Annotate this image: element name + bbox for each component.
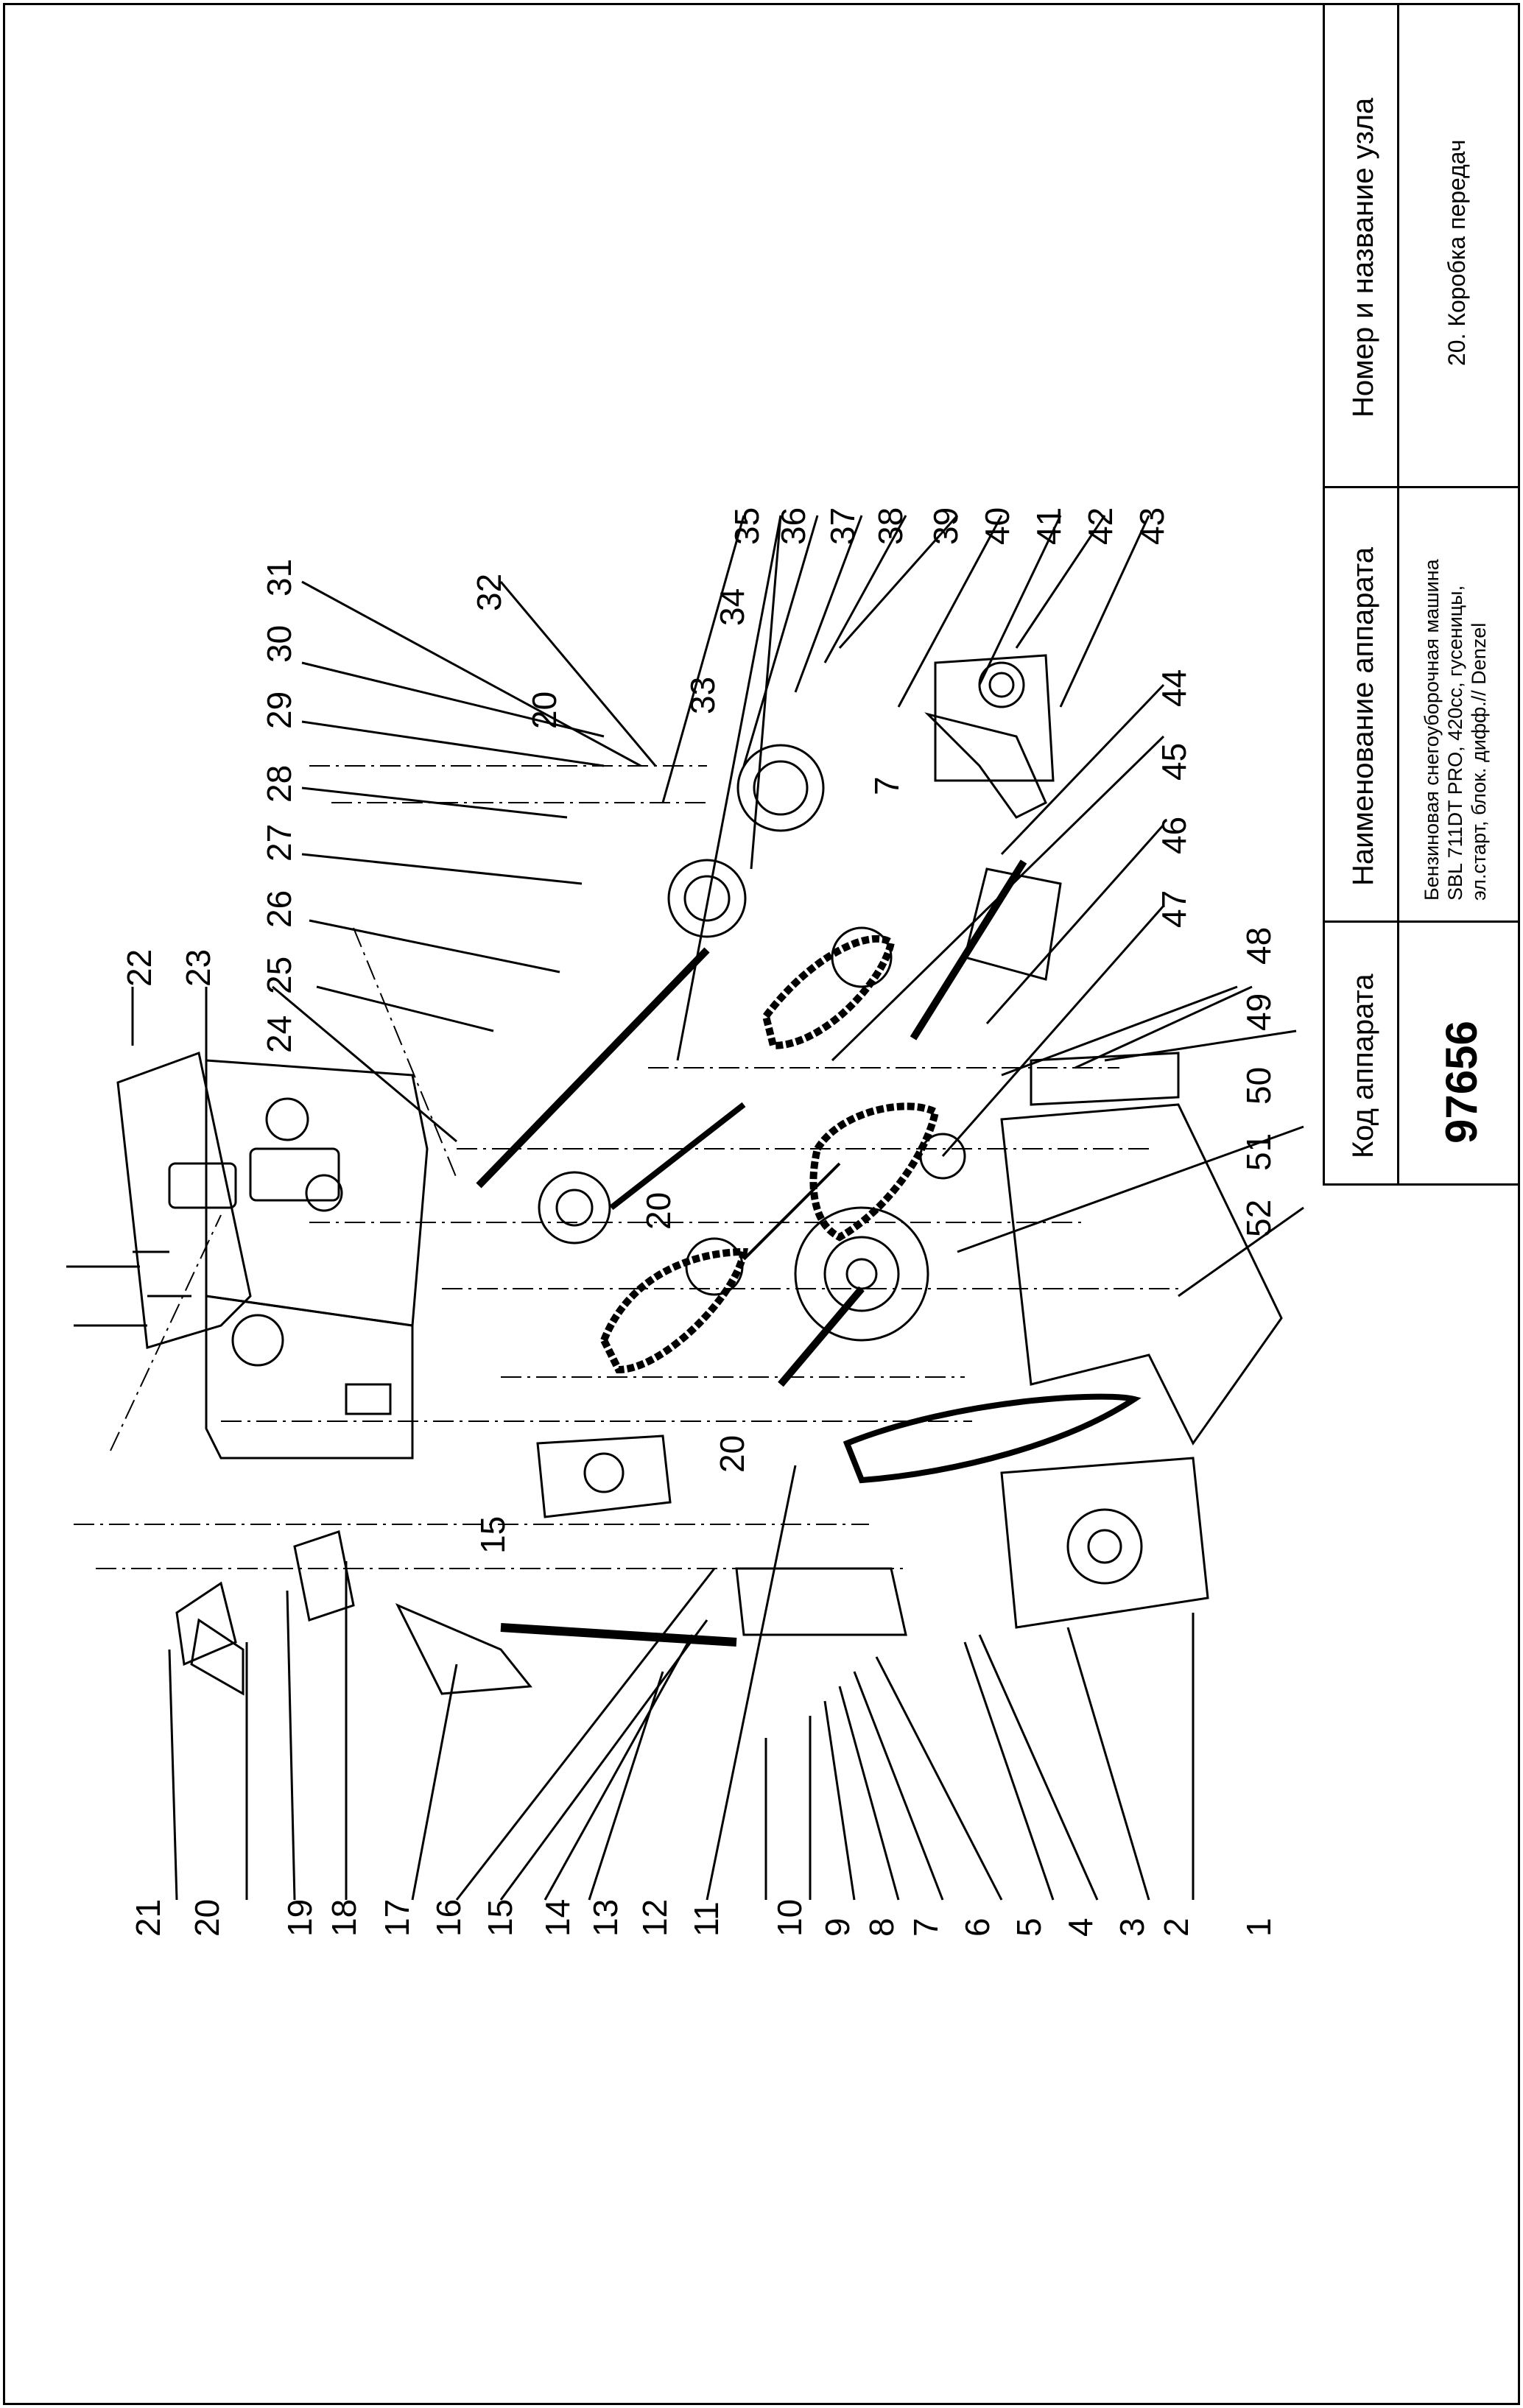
callout-38: 38 (871, 507, 910, 545)
callout-28: 28 (260, 765, 298, 803)
unit-header-cell: Номер и название узла (1323, 3, 1399, 488)
callout-43: 43 (1133, 507, 1171, 545)
callout-3: 3 (1113, 1918, 1151, 1937)
callout-45: 45 (1155, 743, 1193, 781)
callout-25: 25 (260, 957, 298, 994)
callouts-top-right: 35 36 37 38 39 40 41 42 43 44 45 46 47 4… (728, 507, 1278, 1237)
callout-42: 42 (1081, 507, 1119, 545)
callout-15: 15 (481, 1899, 519, 1937)
callout-27: 27 (260, 824, 298, 862)
callout-15-b: 15 (474, 1516, 512, 1554)
callout-33: 33 (683, 677, 722, 714)
callout-20-c: 20 (713, 1435, 751, 1473)
callout-24: 24 (260, 1015, 298, 1053)
gearbox-housing (66, 1052, 429, 1460)
callout-51: 51 (1239, 1133, 1278, 1171)
unit-header: Номер и название узла (1347, 97, 1379, 418)
callout-26: 26 (260, 890, 298, 928)
device-header-cell: Наименование аппарата (1323, 486, 1399, 923)
callout-37: 37 (823, 507, 862, 545)
callout-46: 46 (1155, 817, 1193, 854)
callout-13: 13 (586, 1899, 625, 1937)
callout-20-b: 20 (639, 1192, 678, 1230)
callout-21: 21 (129, 1899, 167, 1937)
device-value-line2: SBL 711DT PRO, 420cc, гусеницы, (1444, 585, 1466, 901)
callout-9: 9 (818, 1918, 857, 1937)
callout-5: 5 (1010, 1918, 1048, 1937)
callout-11: 11 (687, 1901, 725, 1937)
callout-12: 12 (636, 1899, 674, 1937)
callout-10: 10 (770, 1899, 809, 1937)
exploded-view-diagram: 21 20 19 18 17 16 15 14 13 12 11 10 9 8 … (66, 507, 1304, 1937)
device-value-line3: эл.старт, блок. дифф.// Denzel (1468, 622, 1490, 901)
callout-48: 48 (1239, 927, 1278, 965)
callout-18: 18 (325, 1899, 363, 1937)
drawing-sheet (3, 3, 1520, 2405)
code-header-cell: Код аппарата (1323, 920, 1399, 1186)
callout-20-a: 20 (525, 691, 563, 729)
callout-34: 34 (713, 588, 751, 626)
callout-50: 50 (1239, 1067, 1278, 1105)
callout-47: 47 (1155, 890, 1193, 928)
callout-23: 23 (179, 949, 217, 987)
callout-20: 20 (188, 1899, 226, 1937)
unit-value: 20. Коробка передач (1443, 139, 1470, 366)
device-value-cell: Бензиновая снегоуборочная машина SBL 711… (1397, 486, 1520, 923)
callout-19: 19 (281, 1899, 319, 1937)
callout-35: 35 (728, 507, 766, 545)
device-value: Бензиновая снегоуборочная машина SBL 711… (1420, 559, 1491, 901)
callout-2: 2 (1157, 1918, 1195, 1937)
callout-6: 6 (958, 1918, 996, 1937)
callout-36: 36 (774, 507, 812, 545)
device-value-line1: Бензиновая снегоуборочная машина (1421, 559, 1443, 901)
callout-32: 32 (470, 574, 508, 611)
callout-29: 29 (260, 691, 298, 729)
callouts-top-left: 31 30 29 28 27 26 25 24 23 22 (120, 559, 298, 1053)
device-header: Наименование аппарата (1347, 547, 1379, 886)
callout-44: 44 (1155, 669, 1193, 707)
callout-49: 49 (1239, 993, 1278, 1031)
unit-value-cell: 20. Коробка передач (1397, 3, 1520, 488)
callout-30: 30 (260, 625, 298, 663)
callout-7-b: 7 (868, 776, 906, 795)
callout-40: 40 (978, 507, 1016, 545)
callout-1: 1 (1239, 1918, 1278, 1937)
callout-16: 16 (429, 1899, 468, 1937)
callout-31: 31 (260, 559, 298, 596)
callout-39: 39 (926, 507, 965, 545)
callout-14: 14 (538, 1899, 577, 1937)
callout-22: 22 (120, 949, 158, 987)
callout-4: 4 (1061, 1918, 1100, 1937)
code-value: 97656 (1437, 1021, 1486, 1144)
code-value-cell: 97656 (1397, 920, 1520, 1186)
callout-41: 41 (1030, 507, 1068, 545)
callout-7: 7 (907, 1918, 945, 1937)
callout-17: 17 (378, 1899, 416, 1937)
callouts-inner: 32 20 33 34 20 15 20 7 (470, 574, 906, 1554)
callout-52: 52 (1239, 1200, 1278, 1237)
callout-8: 8 (862, 1918, 901, 1937)
code-header: Код аппарата (1347, 974, 1379, 1158)
callouts-bottom-row: 21 20 19 18 17 16 15 14 13 12 11 10 9 8 … (129, 1899, 1278, 1937)
